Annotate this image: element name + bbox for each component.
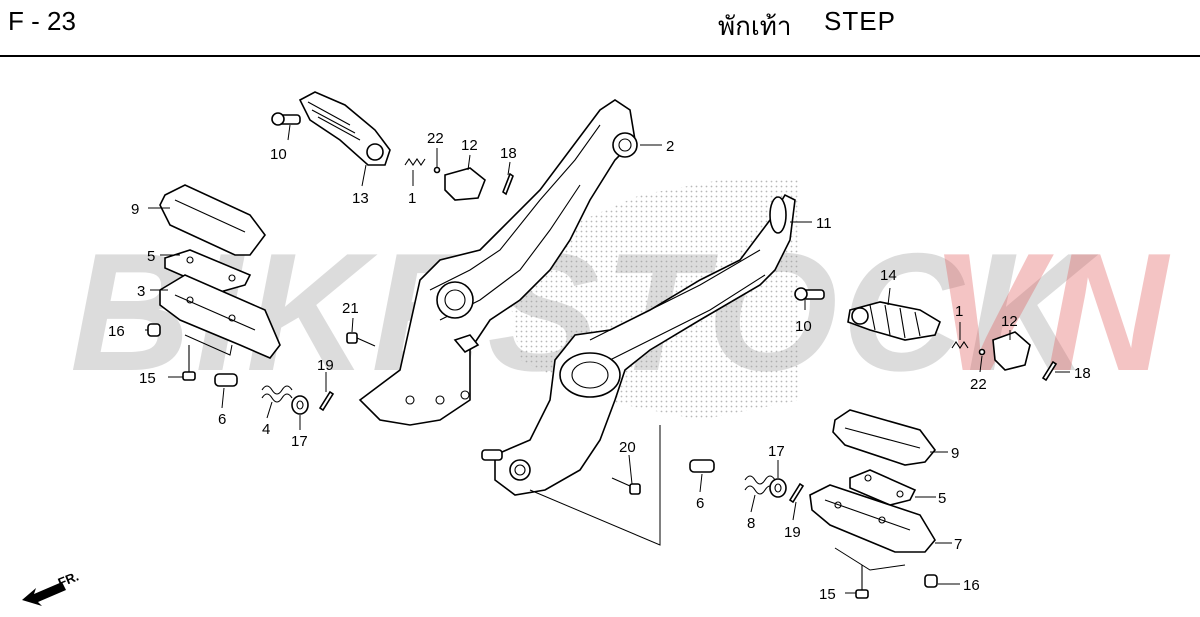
cotter-pin-right-upper [1041, 360, 1058, 382]
figure-title-thai: พักเท้า [718, 11, 792, 41]
callout-8: 8 [747, 515, 755, 532]
callout-6-left: 6 [218, 411, 226, 428]
callout-3: 3 [137, 283, 145, 300]
callout-10-right: 10 [795, 318, 812, 335]
detent-spring-upper [404, 158, 426, 166]
washer-right-hole [774, 483, 782, 493]
figure-title-english: STEP [824, 6, 896, 36]
callout-1-left: 1 [408, 190, 416, 207]
callout-16-right: 16 [963, 577, 980, 594]
step-rubber-left [159, 184, 266, 256]
callout-19-left: 19 [317, 357, 334, 374]
callout-16-left: 16 [108, 323, 125, 340]
detent-spring-right [951, 341, 969, 349]
footpeg-right [794, 287, 941, 341]
bolt-16-left [147, 323, 161, 337]
front-direction-indicator: FR. [22, 568, 81, 606]
callout-9-right: 9 [951, 445, 959, 462]
washer-left [291, 395, 309, 415]
bolt-15-right [855, 565, 869, 599]
washer-left-hole [296, 400, 304, 410]
bolt-15-left [182, 345, 196, 381]
detent-plate-right [992, 331, 1031, 371]
step-holder-right [809, 484, 936, 553]
front-label: FR. [56, 568, 81, 590]
callout-5-right: 5 [938, 490, 946, 507]
callout-2: 2 [666, 138, 674, 155]
step-bracket-right [481, 193, 796, 496]
step-rubber-right [832, 409, 937, 466]
leader-lines [145, 124, 1070, 594]
callout-13: 13 [352, 190, 369, 207]
cotter-pin-right [788, 482, 805, 504]
footpeg-left [271, 91, 391, 166]
washer-right [769, 478, 787, 498]
cotter-pin-left [318, 390, 335, 412]
assembly-frame-right-lower [834, 547, 906, 571]
step-pin-left [214, 373, 238, 387]
callout-18-right: 18 [1074, 365, 1091, 382]
figure-code: F - 23 [8, 6, 76, 36]
callout-18-left: 18 [500, 145, 517, 162]
callout-12-left: 12 [461, 137, 478, 154]
step-plate-left [164, 249, 252, 293]
callout-11: 11 [816, 215, 832, 232]
step-holder-left [159, 274, 281, 359]
bolt-21 [346, 332, 376, 347]
callout-22-right: 22 [970, 376, 987, 393]
callout-12-right: 12 [1001, 313, 1018, 330]
callout-5-left: 5 [147, 248, 155, 265]
callout-9-left: 9 [131, 201, 139, 218]
step-bracket-left [358, 99, 638, 426]
callout-19-right: 19 [784, 524, 801, 541]
callout-15-right: 15 [819, 586, 836, 603]
callout-17-left: 17 [291, 433, 308, 450]
spring-left [261, 385, 293, 403]
callout-6-right: 6 [696, 495, 704, 512]
callout-labels: 2 11 9 5 3 10 13 1 22 12 18 21 19 16 15 … [108, 130, 1091, 603]
step-pin-right [689, 459, 715, 473]
detent-plate-upper [444, 167, 486, 201]
callout-7: 7 [954, 536, 962, 553]
cotter-pin-upper [502, 172, 514, 196]
assembly-frame-left [184, 334, 233, 356]
step-plate-right [849, 469, 917, 506]
front-arrow-icon [22, 582, 66, 606]
callout-20: 20 [619, 439, 636, 456]
assembly-frame-right [529, 425, 661, 546]
bolt-20 [611, 477, 641, 495]
callout-21: 21 [342, 300, 359, 317]
callout-14: 14 [880, 267, 897, 284]
callout-15-left: 15 [139, 370, 156, 387]
callout-17-right: 17 [768, 443, 785, 460]
steel-ball-upper [433, 166, 441, 174]
callout-10-left: 10 [270, 146, 287, 163]
callout-4: 4 [262, 421, 270, 438]
steel-ball-right [978, 348, 986, 356]
page-header: F - 23 พักเท้า STEP [0, 0, 1200, 57]
watermark-accent-text: VN [930, 218, 1171, 406]
callout-1-right: 1 [955, 303, 963, 320]
callout-22-left: 22 [427, 130, 444, 147]
bolt-16-right [924, 574, 938, 588]
